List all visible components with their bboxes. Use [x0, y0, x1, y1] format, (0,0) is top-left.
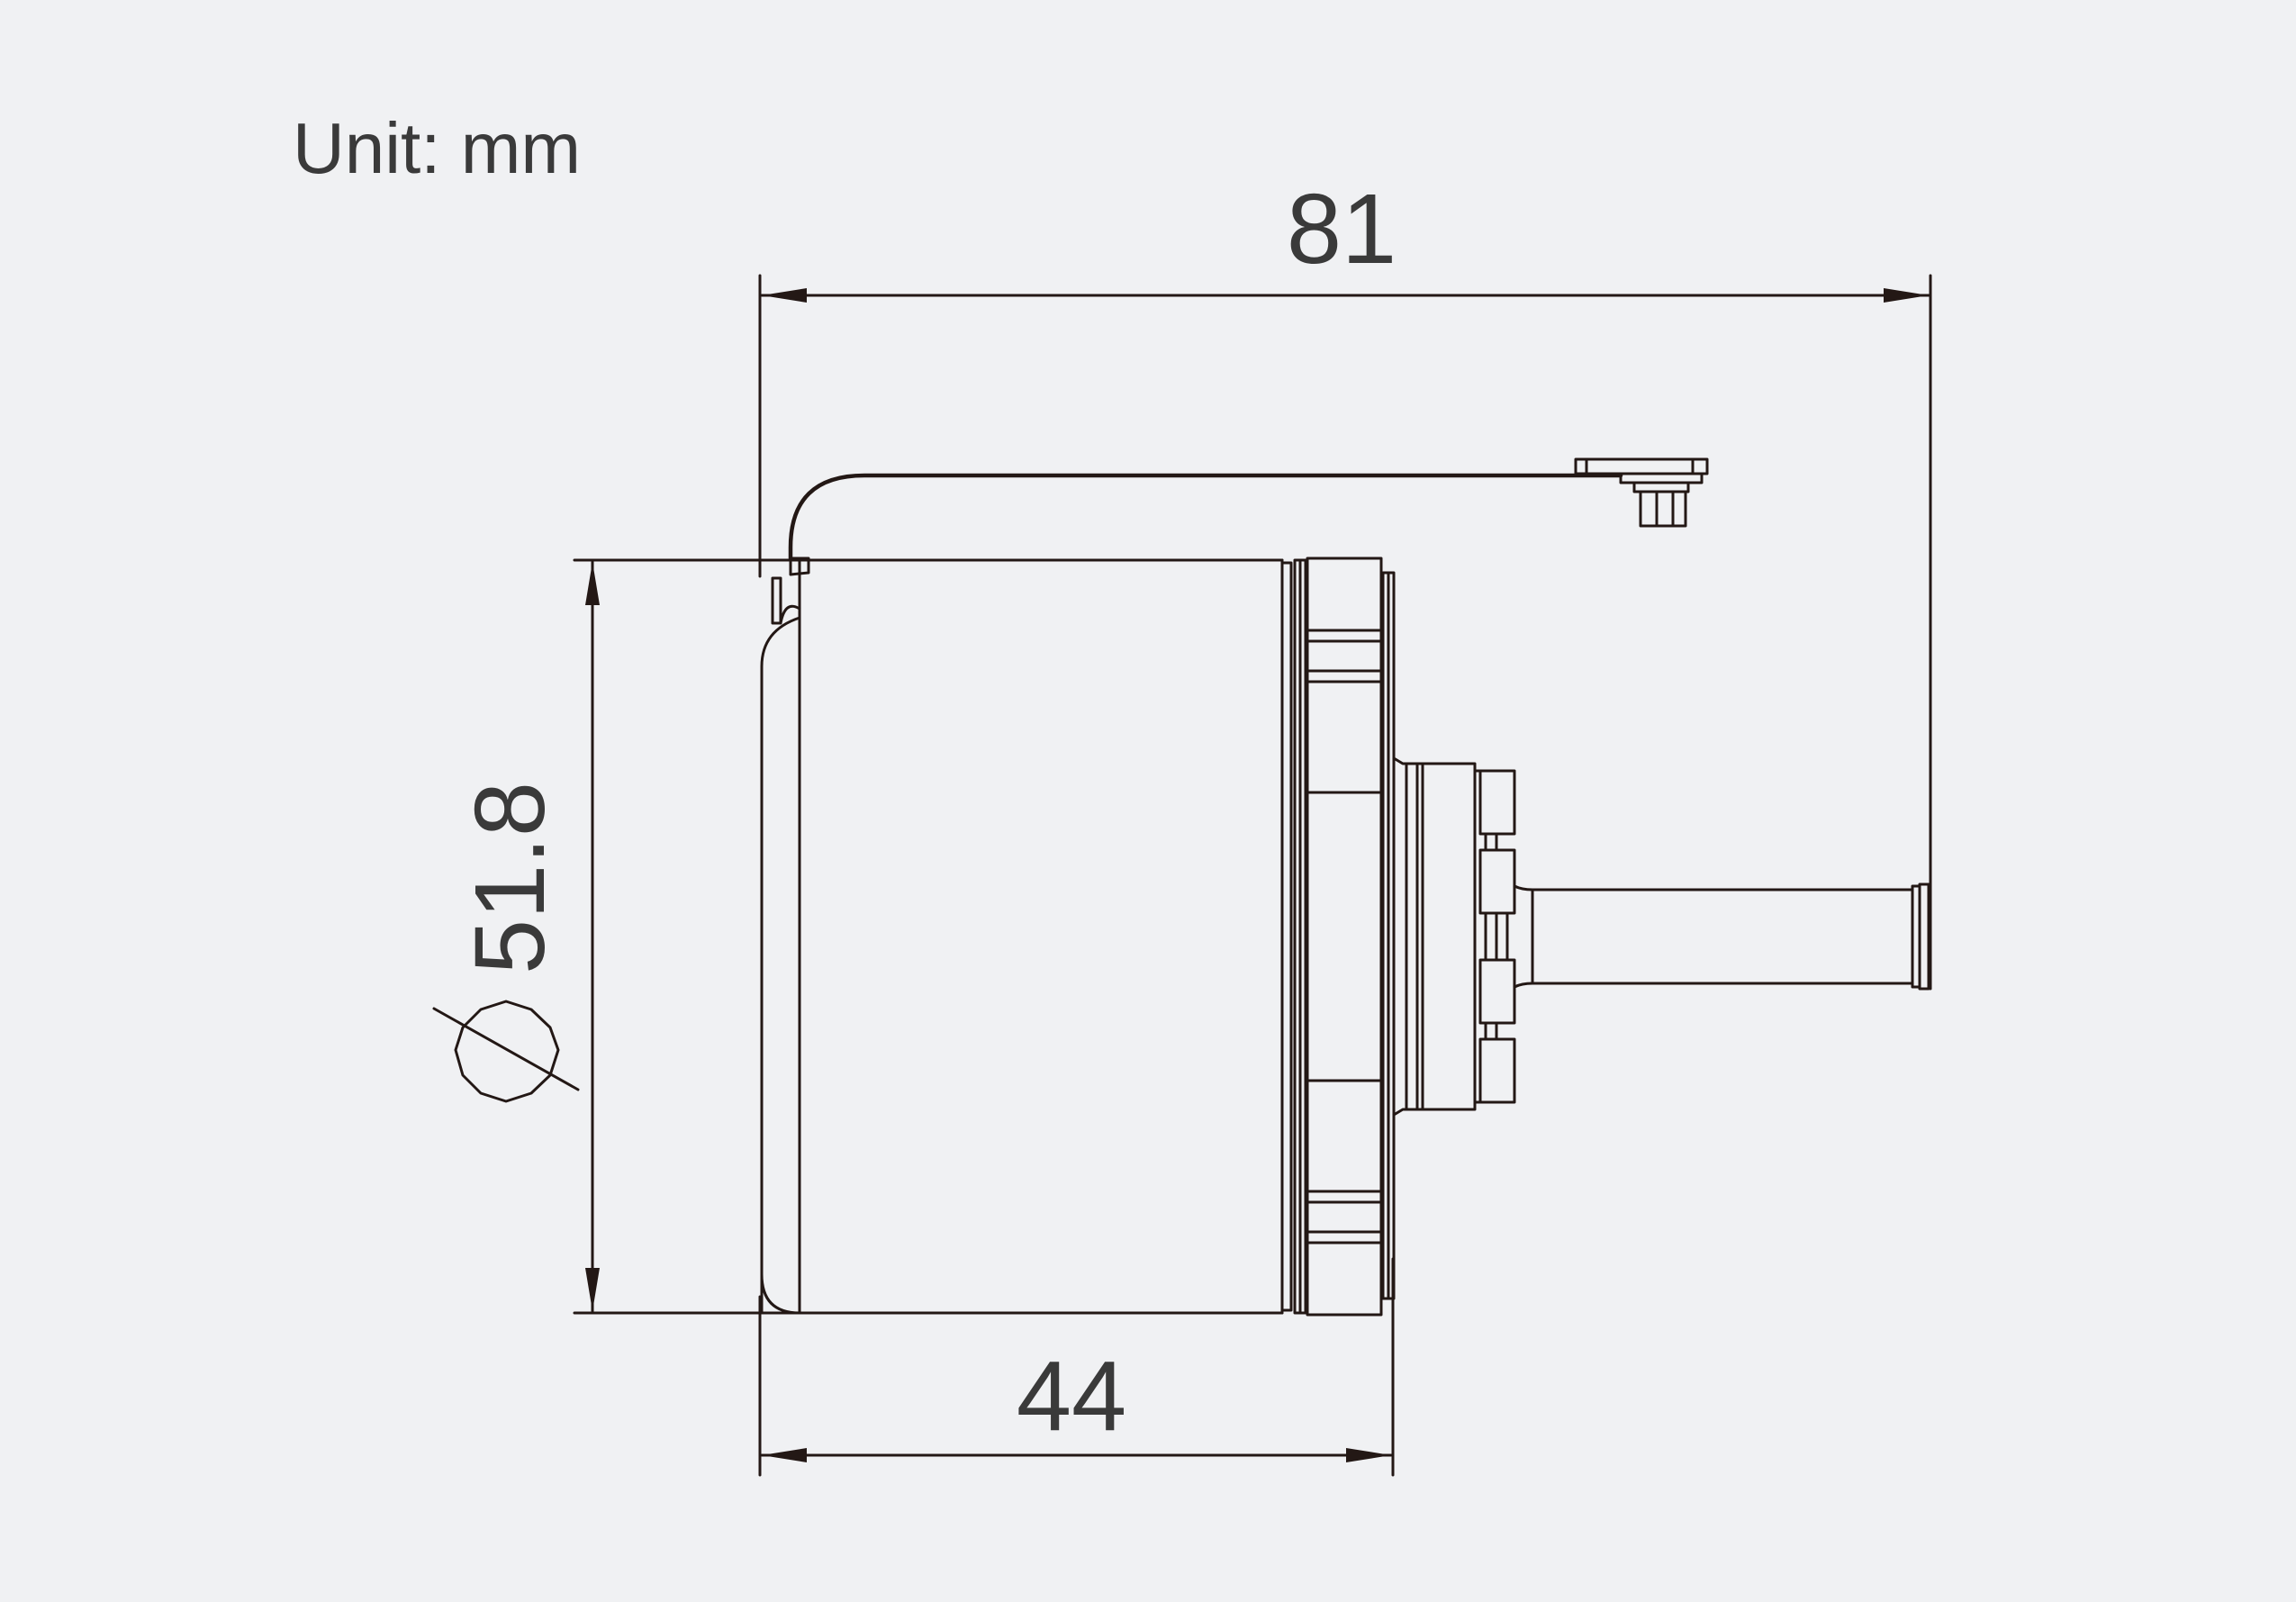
- overall-length-dimension: 81: [758, 174, 1932, 991]
- arrow-bottom-diameter: [585, 1268, 600, 1311]
- cable: [788, 473, 1623, 561]
- adapter-block-3: [1478, 958, 1516, 1025]
- arrow-right-81: [1884, 288, 1929, 303]
- dimension-label-81: 81: [1287, 174, 1397, 285]
- adapter-block-1: [1478, 769, 1516, 836]
- shaft-tip-2: [1918, 882, 1930, 991]
- shaft: [1513, 884, 1914, 989]
- arrow-left-81: [762, 288, 807, 303]
- arrow-left-44: [762, 1448, 807, 1462]
- adapter-block-2: [1478, 848, 1516, 915]
- adapter-spacer-1: [1484, 832, 1498, 852]
- flange-ring-1: [1280, 561, 1293, 1312]
- body-front-bevel: [760, 616, 801, 1315]
- wire-clip-curve: [779, 604, 801, 625]
- motor-outline: [760, 457, 1930, 1317]
- connector-top: [1574, 457, 1709, 475]
- adapter-spacer-2: [1484, 1021, 1498, 1041]
- hub-step-2: [1421, 762, 1477, 1111]
- adapter-block-4: [1478, 1037, 1516, 1104]
- unit-label: Unit: mm: [293, 108, 581, 188]
- connector-pin-housing: [1639, 490, 1687, 528]
- body-bottom-corner: [760, 1272, 801, 1315]
- diameter-symbol-icon: [432, 1000, 580, 1103]
- hub-step-1: [1392, 756, 1419, 1117]
- dimension-label-44: 44: [1017, 1341, 1126, 1452]
- dimension-label-diameter: 51.8: [455, 782, 565, 974]
- arrow-right-44: [1346, 1448, 1391, 1462]
- arrow-top-diameter: [585, 562, 600, 605]
- end-cap: [1306, 557, 1383, 1317]
- body-length-dimension: 44: [758, 1257, 1395, 1477]
- wire-clip-detail: [771, 576, 782, 625]
- wire-entry-block: [789, 557, 810, 576]
- diameter-dimension: 51.8: [432, 558, 808, 1315]
